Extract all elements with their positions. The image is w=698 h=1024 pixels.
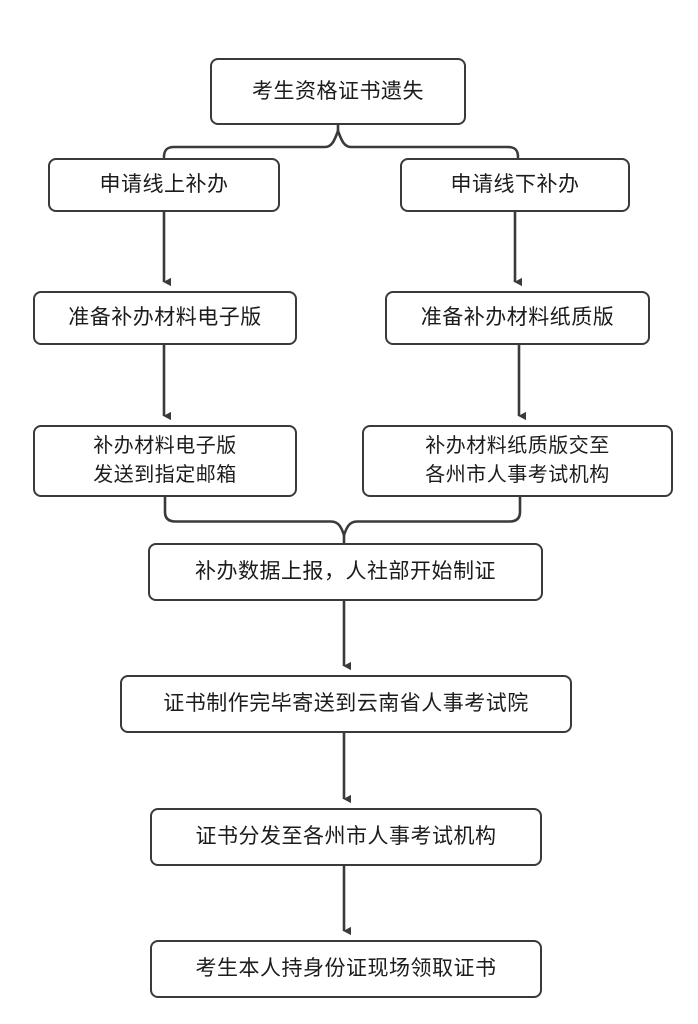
node-certificate-lost[interactable]: 考生资格证书遗失: [210, 58, 466, 125]
node-certificate-distributed-to-city-agencies[interactable]: 证书分发至各州市人事考试机构: [150, 808, 542, 866]
node-prepare-paper-materials[interactable]: 准备补办材料纸质版: [385, 291, 650, 345]
node-apply-offline[interactable]: 申请线下补办: [400, 158, 630, 212]
brace-merge-bottom: [163, 495, 522, 545]
node-send-digital-to-email[interactable]: 补办材料电子版 发送到指定邮箱: [33, 425, 297, 497]
node-certificate-sent-to-provincial-institute[interactable]: 证书制作完毕寄送到云南省人事考试院: [120, 675, 572, 733]
node-report-data-ministry-makes-certificate[interactable]: 补办数据上报，人社部开始制证: [148, 543, 543, 601]
node-apply-online[interactable]: 申请线上补办: [48, 158, 280, 212]
node-prepare-digital-materials[interactable]: 准备补办材料电子版: [33, 291, 297, 345]
brace-split-top: [162, 123, 520, 159]
node-candidate-picks-up-certificate[interactable]: 考生本人持身份证现场领取证书: [150, 940, 542, 998]
node-submit-paper-to-agency[interactable]: 补办材料纸质版交至 各州市人事考试机构: [362, 425, 673, 497]
